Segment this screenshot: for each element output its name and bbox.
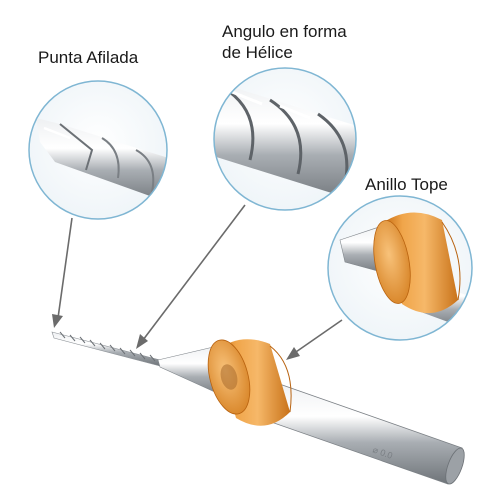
- helix-pointer-line: [142, 204, 246, 341]
- helix-pointer-arrowhead: [136, 334, 148, 349]
- sharp-tip-label: Punta Afilada: [38, 48, 139, 67]
- stop-ring-main: [207, 339, 292, 426]
- drill-bit-shank: [253, 379, 465, 485]
- helix-angle-label-line2: de Hélice: [222, 43, 293, 62]
- tip-pointer-arrowhead: [52, 314, 63, 328]
- ring-pointer-line: [292, 319, 343, 355]
- helix-angle-label-line1: Angulo en forma: [222, 22, 347, 41]
- ring-pointer-arrowhead: [286, 347, 300, 360]
- ring-closeup-bubble: [327, 195, 473, 341]
- tip-pointer-line: [57, 217, 73, 319]
- stop-ring-label: Anillo Tope: [365, 175, 448, 194]
- helix-angle-label: Angulo en forma de Hélice: [222, 21, 347, 63]
- drill-bit-flutes: [51, 331, 161, 367]
- tip-closeup-bubble: [28, 80, 168, 220]
- helix-closeup-bubble: [213, 67, 357, 211]
